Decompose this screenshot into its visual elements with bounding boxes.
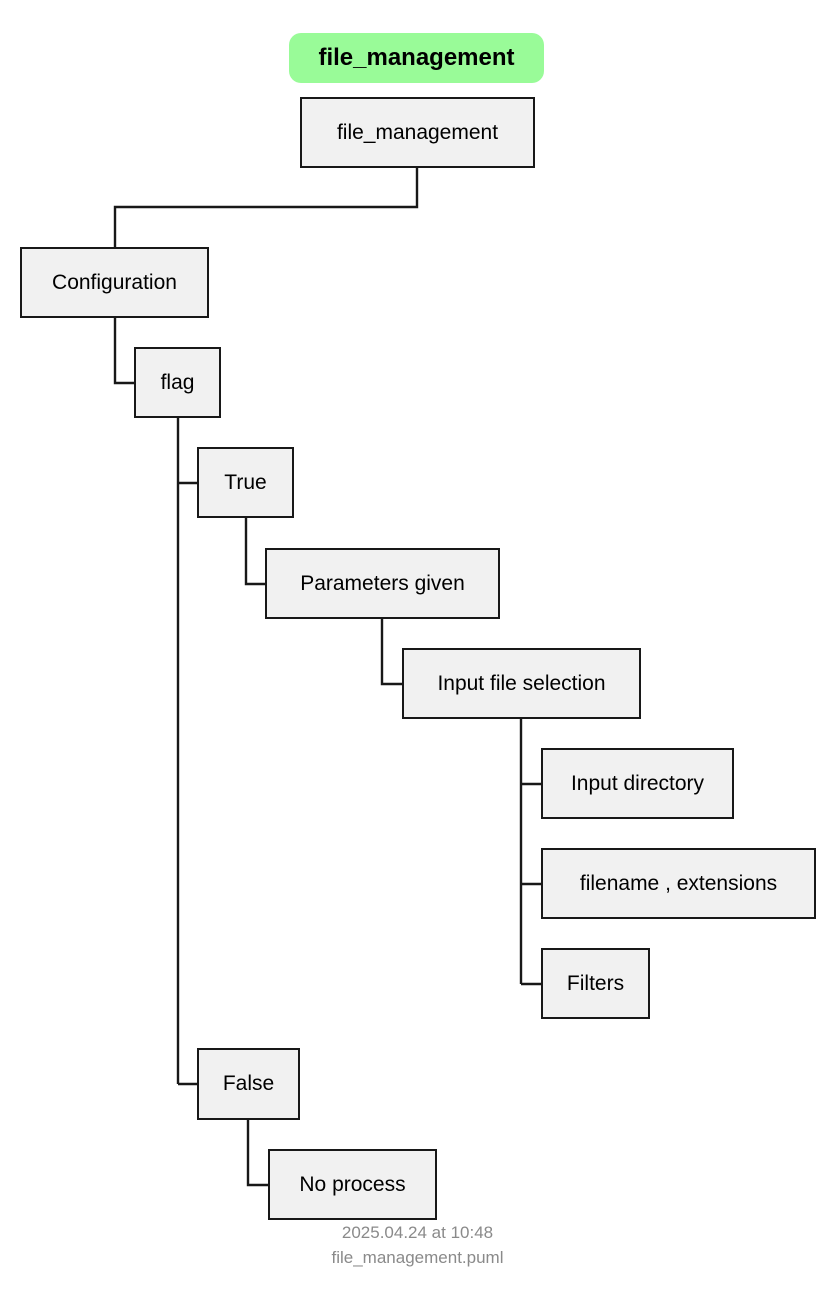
node-input-file-selection: Input file selection bbox=[402, 648, 641, 719]
node-true: True bbox=[197, 447, 294, 518]
node-no-process: No process bbox=[268, 1149, 437, 1220]
node-filename-extensions: filename , extensions bbox=[541, 848, 816, 919]
node-false: False bbox=[197, 1048, 300, 1120]
node-root: file_management bbox=[300, 97, 535, 168]
node-parameters-given: Parameters given bbox=[265, 548, 500, 619]
node-flag: flag bbox=[134, 347, 221, 418]
diagram-title: file_management bbox=[289, 33, 544, 83]
edge-true-parameters bbox=[244, 518, 265, 586]
edge-false-noprocess bbox=[246, 1120, 268, 1187]
node-configuration: Configuration bbox=[20, 247, 209, 318]
footer-filename: file_management.puml bbox=[331, 1248, 504, 1267]
edge-parameters-input bbox=[380, 619, 402, 686]
edge-configuration-flag bbox=[113, 318, 134, 385]
node-filters: Filters bbox=[541, 948, 650, 1019]
edge-root-configuration bbox=[113, 167, 419, 247]
node-input-directory: Input directory bbox=[541, 748, 734, 819]
footer-timestamp: 2025.04.24 at 10:48 bbox=[341, 1223, 494, 1242]
